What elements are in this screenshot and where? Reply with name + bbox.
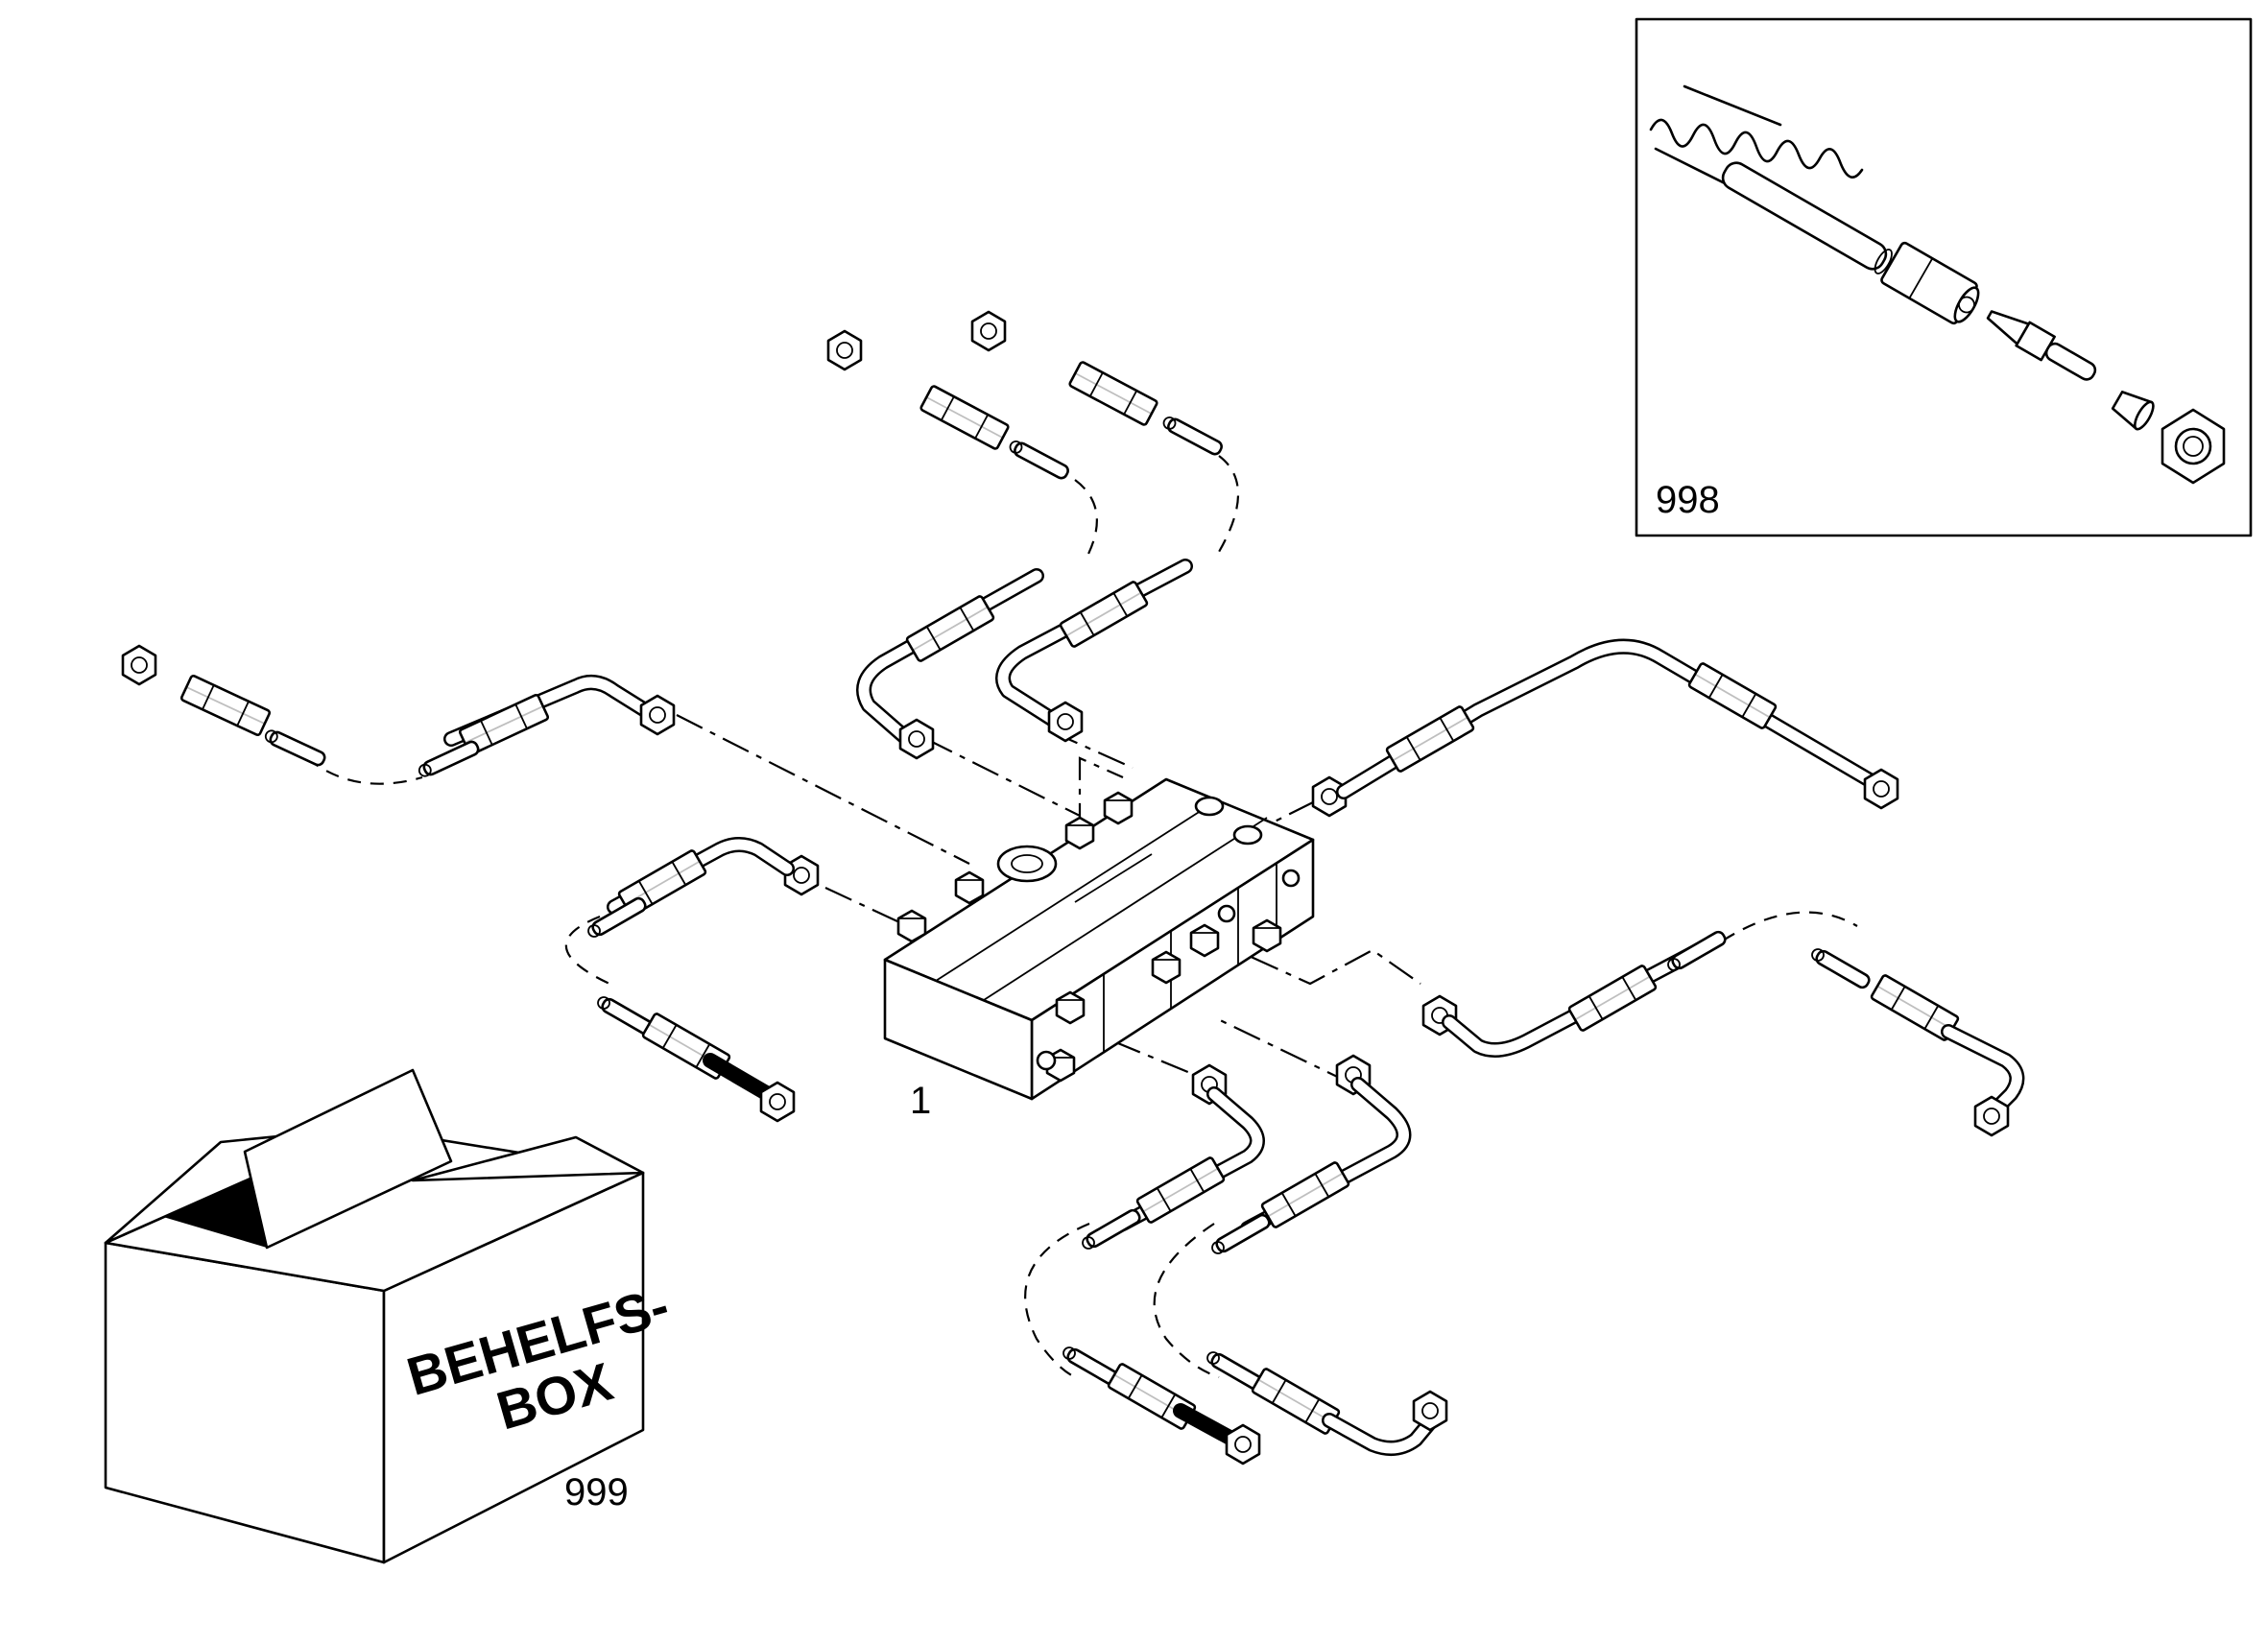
pipe-assembly-left-middle bbox=[585, 837, 820, 1123]
connection-lines bbox=[306, 455, 1858, 1379]
pipe-assembly-upper-center bbox=[826, 310, 1226, 760]
pipe-assembly-right-lower bbox=[1421, 928, 2025, 1137]
distributor-block: 1 bbox=[883, 777, 1315, 1122]
auxiliary-box: BEHELFS- BOX 999 bbox=[104, 1068, 676, 1564]
pipe-assembly-left bbox=[121, 644, 676, 780]
coupling-nut-icon bbox=[1880, 241, 1980, 325]
piston-rod-icon bbox=[1721, 161, 1893, 274]
auxiliary-box-callout: 999 bbox=[564, 1471, 629, 1513]
valve-block-callout: 1 bbox=[910, 1080, 931, 1122]
ferrule-icon bbox=[2111, 391, 2155, 431]
nipple-icon bbox=[1986, 310, 2097, 381]
pipe-assembly-lower-center bbox=[1060, 1054, 1448, 1465]
repair-kit-inset: 998 bbox=[1635, 17, 2253, 537]
hex-nut-icon bbox=[2161, 408, 2226, 485]
pipe-assembly-right bbox=[1311, 638, 1899, 818]
repair-kit-callout: 998 bbox=[1656, 479, 1720, 521]
